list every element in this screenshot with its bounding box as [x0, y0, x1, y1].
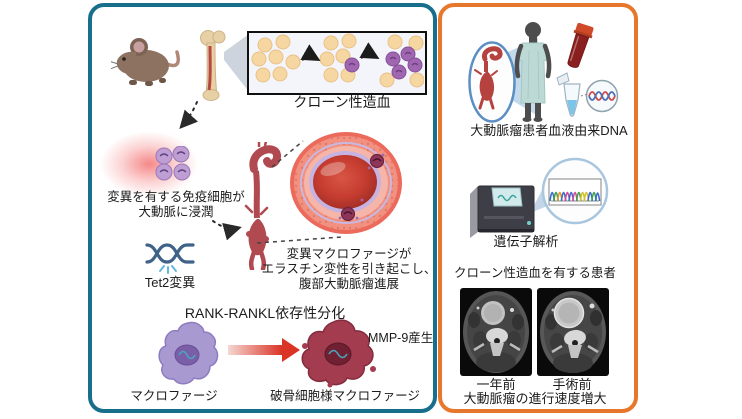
ct-presurgery-label: 手術前: [552, 377, 592, 392]
gene-analysis-label: 遺伝子解析: [493, 234, 559, 249]
progression-label: 大動脈瘤の進行速度増大: [463, 391, 607, 406]
macrophage-label: マクロファージ: [130, 389, 218, 403]
osteoclast-label: 破骨細胞様マクロファージ: [270, 389, 420, 403]
magnifier-ellipse-icon: [468, 41, 516, 123]
blood-tube-icon: [567, 22, 594, 68]
gradient-arrow-icon: [228, 338, 300, 362]
mouse-icon: [111, 38, 180, 86]
immune-infiltration-line2: 大動脈に浸潤: [138, 204, 214, 219]
osteoclast-macrophage-icon: [301, 319, 376, 388]
sequencer-icon: [470, 185, 535, 238]
microtube-icon: [556, 72, 581, 117]
ct-scan-presurgery-icon: [537, 288, 609, 376]
tet2-label: Tet2変異: [144, 275, 196, 290]
patient-icon: [514, 22, 552, 122]
aneurysm-caption-line2: エラスチン変性を引き起こし、: [261, 261, 437, 276]
blood-dna-label: 大動脈瘤患者血液由来DNA: [470, 123, 628, 138]
clonal-hematopoiesis-box: [247, 31, 427, 95]
immune-infiltration-line1: 変異を有する免疫細胞が: [107, 190, 245, 204]
ct-scan-one-year-icon: [460, 288, 532, 376]
differentiation-label: RANK-RANKL依存性分化: [184, 305, 346, 321]
aorta-cross-section-icon: [290, 132, 402, 234]
aneurysm-caption-line3: 腹部大動脈瘤進展: [298, 276, 400, 291]
aneurysm-caption-line1: 変異マクロファージが: [286, 247, 412, 261]
bone-callout-wedge: [224, 34, 249, 92]
ch-patients-label: クローン性造血を有する患者: [454, 266, 616, 280]
clonal-hematopoiesis-label: クローン性造血: [293, 94, 391, 110]
bone-icon: [200, 30, 226, 101]
mmp9-label: MMP-9産生: [368, 331, 434, 345]
chromatogram-icon: [541, 157, 609, 225]
ct-one-year-label: 一年前: [476, 377, 516, 392]
clonal-cells-icon: [251, 33, 424, 88]
aneurysm-caption: 変異マクロファージが エラスチン変性を引き起こし、 腹部大動脈瘤進展: [262, 247, 437, 291]
immune-infiltration-label: 変異を有する免疫細胞が 大動脈に浸潤: [107, 190, 245, 220]
macrophage-icon: [158, 321, 219, 385]
mutant-immune-cells-icon: [155, 146, 191, 181]
dna-break-icon: [145, 243, 195, 274]
dna-circle-icon: [585, 79, 619, 113]
